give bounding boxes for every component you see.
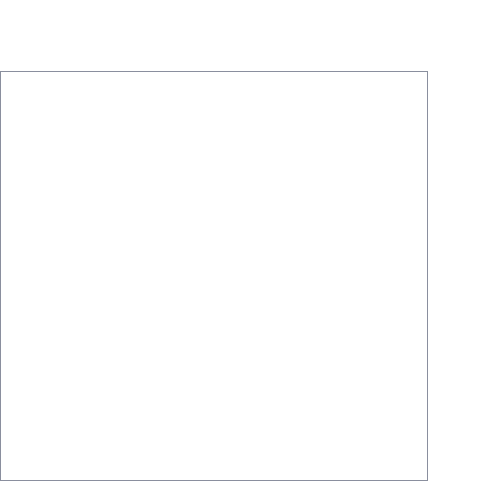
blank-content-panel [0,71,428,481]
